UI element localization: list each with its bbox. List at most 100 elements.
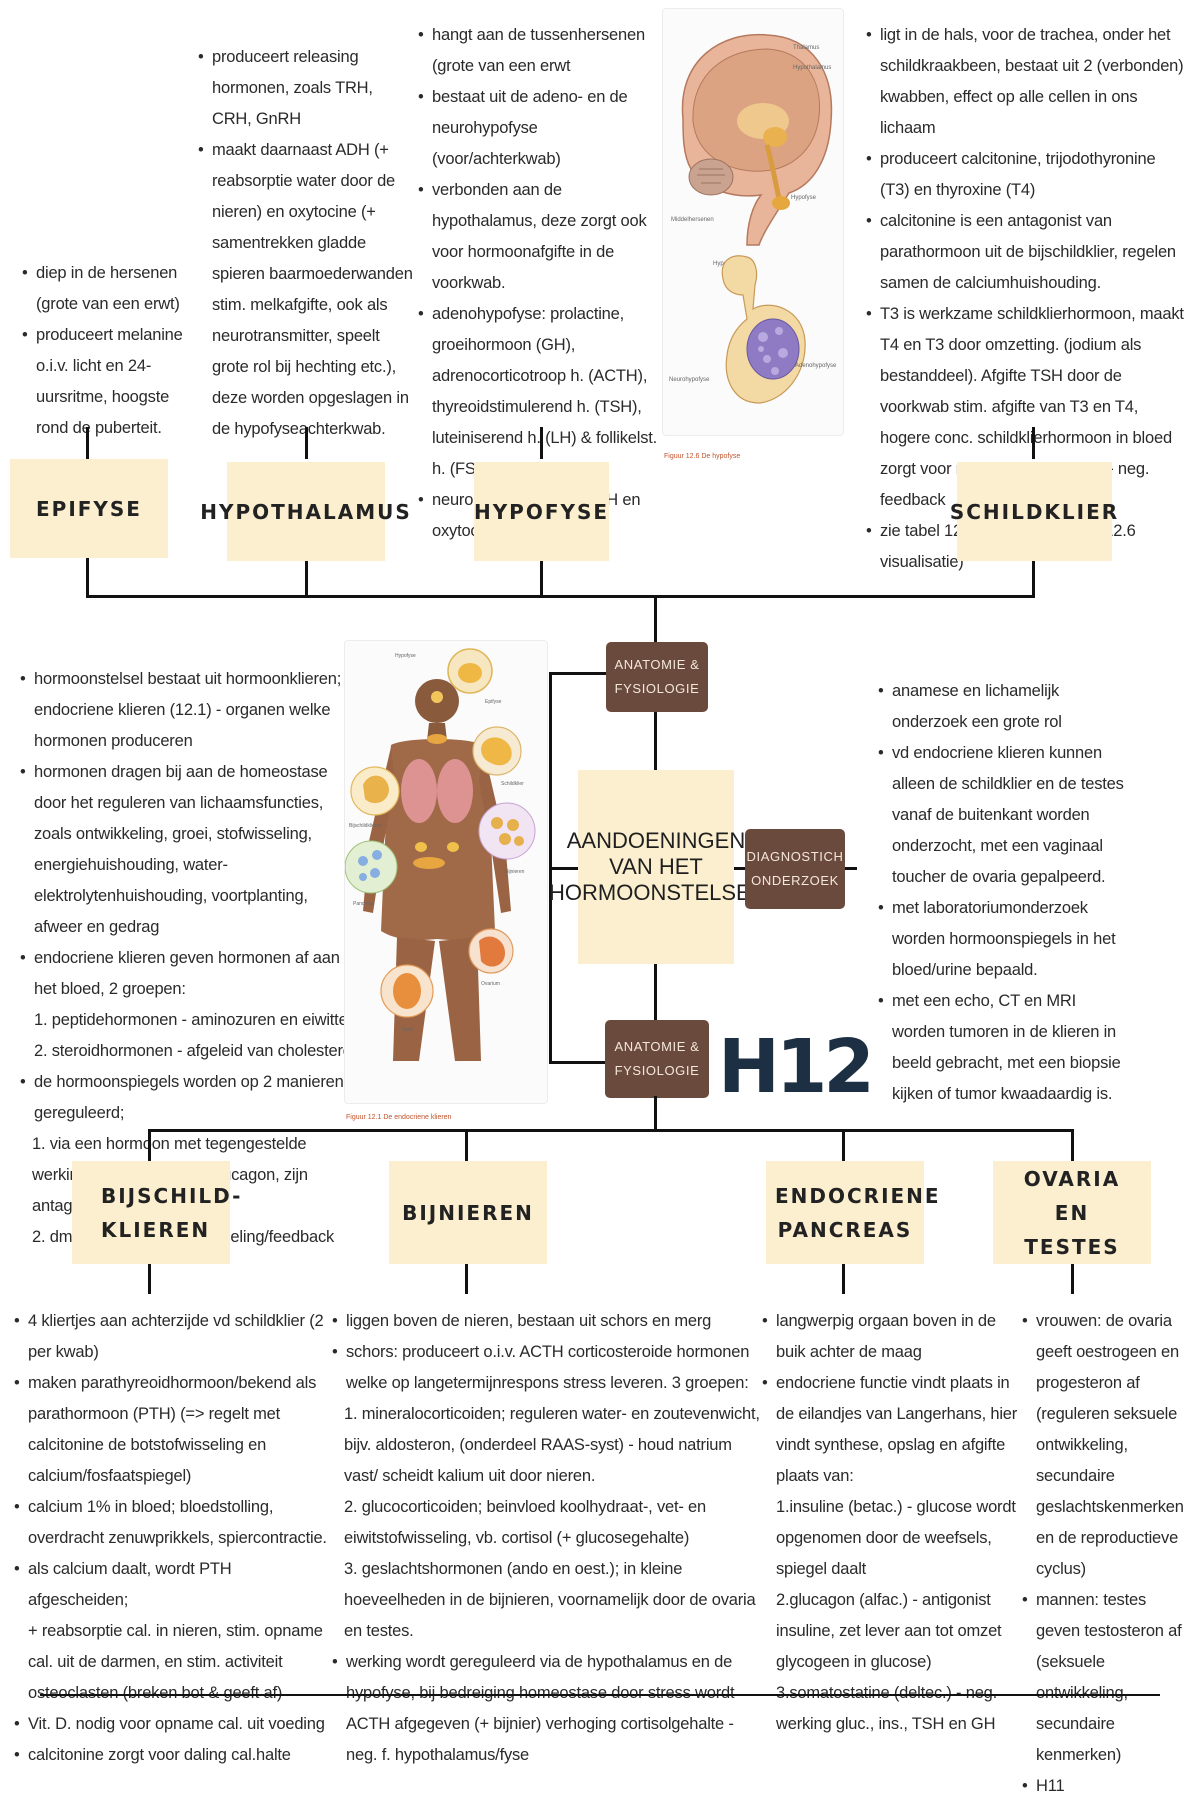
bottom-rule [40,1694,1160,1696]
list-item: produceert releasing hormonen, zoals TRH… [198,42,416,135]
hypofyse-notes: hangt aan de tussenhersenen (grote van e… [418,20,663,547]
connector [86,427,89,459]
list-item: ligt in de hals, voor de trachea, onder … [866,20,1184,144]
connector [842,1129,845,1161]
list-item: calcium 1% in bloed; bloedstolling, over… [14,1492,332,1554]
connector [540,427,543,459]
list-item: Vit. D. nodig voor opname cal. uit voedi… [14,1709,332,1740]
brain-label: Thalamus [793,45,819,51]
connector [654,595,657,642]
list-item: vd endocriene klieren kunnen alleen de s… [878,738,1128,893]
list-item: 4 kliertjes aan achterzijde vd schildkli… [14,1306,332,1368]
brain-label: Hypothalamus [793,65,831,71]
list-item: anamese en lichamelijk onderzoek een gro… [878,676,1128,738]
list-item: diep in de hersenen (grote van een erwt) [22,258,202,320]
list-item: 3. geslachtshormonen (ando en oest.); in… [344,1560,756,1640]
list-item: produceert melanine o.i.v. licht en 24-u… [22,320,202,444]
body-label: Schildklier [501,781,524,787]
connector [305,561,308,598]
center-title: AANDOENINGEN VAN HET HORMOONSTELSEL [549,770,763,964]
connector [654,1096,657,1132]
brain-caption: Figuur 12.6 De hypofyse [664,453,741,460]
list-item: werking wordt gereguleerd via de hypotha… [332,1647,764,1771]
pancreas-box: ENDOCRIENE PANCREAS [766,1161,939,1264]
connector [845,867,857,870]
connector [465,1129,468,1161]
list-item: 2. steroidhormonen - afgeleid van choles… [34,1042,356,1060]
list-item: liggen boven de nieren, bestaan uit scho… [332,1306,764,1337]
connector [148,1129,151,1161]
list-item: endocriene functie vindt plaats in de ei… [762,1368,1020,1492]
hypothalamus-notes: produceert releasing hormonen, zoals TRH… [198,42,416,445]
list-item: schors: produceert o.i.v. ACTH corticost… [332,1337,764,1399]
epifyse-notes: diep in de hersenen (grote van een erwt)… [22,258,202,444]
list-item: calcitonine zorgt voor daling cal.halte [14,1740,332,1771]
connector [549,672,609,675]
bijnieren-box: BIJNIEREN [389,1161,547,1264]
body-label: Testis [401,1027,414,1033]
ovaria-box: OVARIA EN TESTES [993,1161,1151,1264]
list-item: met laboratoriumonderzoek worden hormoon… [878,893,1128,986]
list-item: 2.glucagon (alfac.) - antigonist insulin… [776,1591,1002,1671]
connector [465,1264,468,1294]
body-label: Bijnieren [505,869,525,875]
connector [148,1129,1074,1132]
list-item: + reabsorptie cal. in nieren, stim. opna… [28,1622,323,1702]
body-label: Bijschildklieren [349,823,382,829]
list-item: 1. peptidehormonen - aminozuren en eiwit… [34,1011,357,1029]
connector [733,867,745,870]
brain-label: Neurohypofyse [669,377,710,383]
list-item: mannen: testes geven testosteron af (sek… [1022,1585,1192,1771]
brain-illustration: Thalamus Hypothalamus Hypofyse Middelher… [669,33,837,404]
epifyse-box: EPIFYSE [10,459,168,558]
list-item: bestaat uit de adeno- en de neurohypofys… [418,82,663,175]
ovaria-notes: vrouwen: de ovaria geeft oestrogeen en p… [1022,1306,1192,1802]
list-item: 1.insuline (betac.) - glucose wordt opge… [776,1498,1016,1578]
connector [86,558,89,598]
body-label: Ovarium [481,981,500,987]
diagnostisch-notes: anamese en lichamelijk onderzoek een gro… [878,676,1128,1110]
list-item: 1. mineralocorticoiden; reguleren water-… [344,1405,760,1485]
chapter-title: H12 [718,1024,875,1110]
list-item: als calcium daalt, wordt PTH afgescheide… [14,1554,332,1616]
brain-label: Hypofyse [791,195,817,201]
connector [305,427,308,459]
endocrine-figure: Hypofyse Epifyse Schildklier Bijschildkl… [344,640,548,1104]
list-item: maakt daarnaast ADH (+ reabsorptie water… [198,135,416,445]
body-label: Epifyse [485,699,502,705]
brain-label: Middelhersenen [671,217,714,223]
connector [654,962,657,1022]
connector [654,710,657,770]
anatomie-tag-top: ANATOMIE & FYSIOLOGIE [606,642,708,712]
connector [549,1061,609,1064]
list-item: H11 [1022,1771,1192,1802]
list-item: langwerpig orgaan boven in de buik achte… [762,1306,1020,1368]
hypofyse-box: HYPOFYSE [474,462,609,561]
connector [549,867,579,870]
diagnostisch-tag: DIAGNOSTICH ONDERZOEK [745,829,845,909]
list-item: calcitonine is een antagonist van parath… [866,206,1184,299]
list-item: adenohypofyse: prolactine, groeihormoon … [418,299,663,485]
connector [1071,1264,1074,1294]
list-item: hormonen dragen bij aan de homeostase do… [20,757,358,943]
bijschildklieren-box: BIJSCHILD-KLIEREN [72,1161,240,1264]
connector [1032,561,1035,598]
bijnieren-notes: liggen boven de nieren, bestaan uit scho… [332,1306,764,1771]
list-item: verbonden aan de hypothalamus, deze zorg… [418,175,663,299]
pancreas-notes: langwerpig orgaan boven in de buik achte… [762,1306,1020,1740]
schildklier-box: SCHILDKLIER [950,462,1117,561]
list-item: vrouwen: de ovaria geeft oestrogeen en p… [1022,1306,1192,1585]
list-item: 3.somatostatine (deltec.) - neg. werking… [776,1684,998,1733]
list-item: produceert calcitonine, trijodothyronine… [866,144,1184,206]
bijschildklieren-notes: 4 kliertjes aan achterzijde vd schildkli… [14,1306,332,1771]
connector [148,1264,151,1294]
connector [1071,1129,1074,1161]
list-item: maken parathyreoidhormoon/bekend als par… [14,1368,332,1492]
list-item: endocriene klieren geven hormonen af aan… [20,943,358,1005]
list-item: met een echo, CT en MRI worden tumoren i… [878,986,1128,1110]
list-item: hormoonstelsel bestaat uit hormoonkliere… [20,664,358,757]
body-illustration: Hypofyse Epifyse Schildklier Bijschildkl… [344,648,536,1061]
connector [842,1264,845,1294]
list-item: 2. glucocorticoiden; beinvloed koolhydra… [344,1498,706,1547]
connector [540,561,543,598]
